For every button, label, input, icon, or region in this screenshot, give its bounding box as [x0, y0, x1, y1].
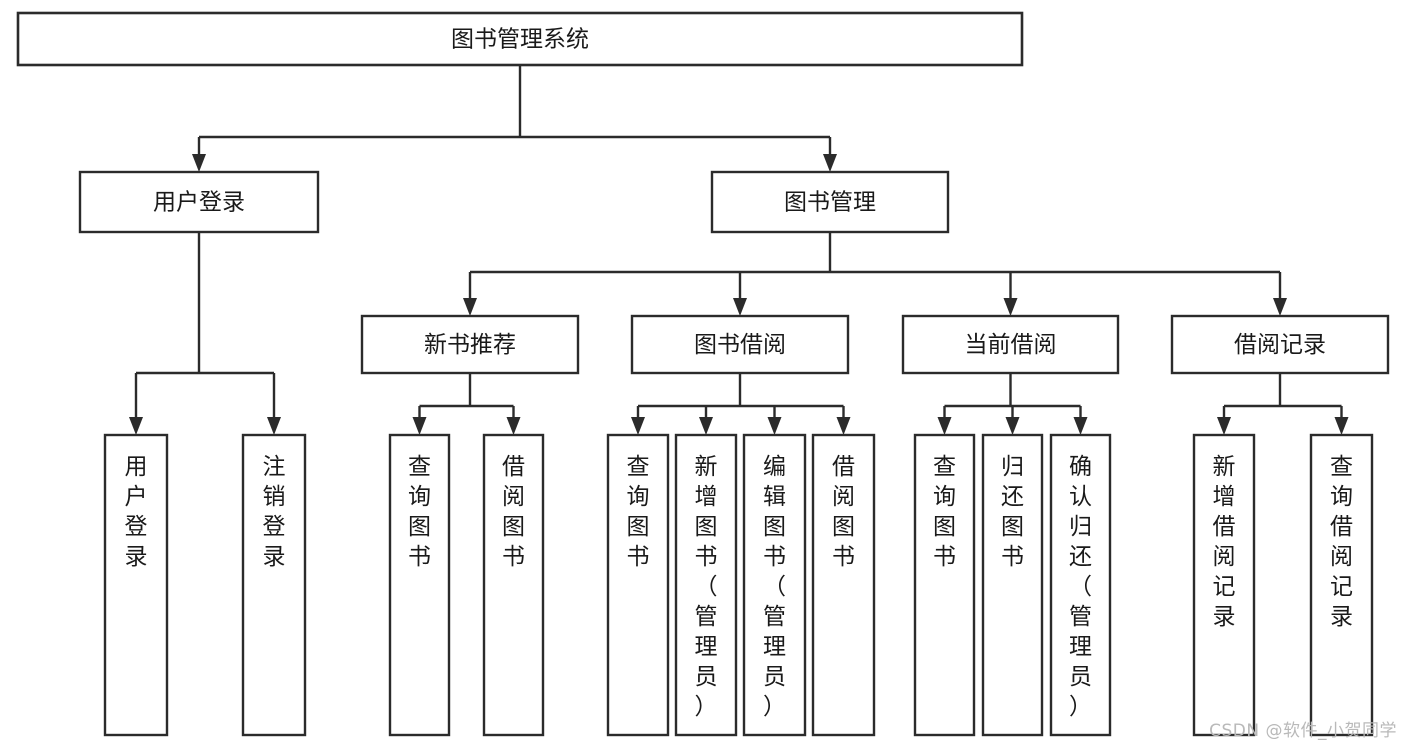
node-new-book-recommend[interactable]: 新书推荐 — [360, 314, 580, 375]
node-box[interactable] — [78, 170, 320, 234]
arrow-head-icon — [412, 417, 427, 435]
connector-borrow-record-to-leaves — [1217, 373, 1349, 435]
arrow-head-icon — [267, 417, 281, 435]
node-label: 新增借阅记录 — [1213, 454, 1236, 630]
node-query-book-3[interactable]: 查询图书 — [913, 433, 976, 737]
node-layer: 图书管理系统用户登录用户登录注销登录图书管理新书推荐查询图书借阅图书图书借阅查询… — [16, 11, 1390, 737]
node-label: 注销登录 — [263, 454, 286, 570]
arrow-head-icon — [767, 417, 782, 435]
connector-root-to-level2 — [192, 65, 837, 172]
node-label: 图书借阅 — [694, 332, 786, 358]
node-box[interactable] — [901, 314, 1120, 375]
node-label: 查询借阅记录 — [1330, 454, 1353, 630]
node-box[interactable] — [360, 314, 580, 375]
arrow-head-icon — [1005, 417, 1020, 435]
connector-book-borrow-to-leaves — [631, 373, 851, 435]
node-box[interactable] — [1309, 433, 1374, 737]
node-box[interactable] — [1170, 314, 1390, 375]
node-label: 查询图书 — [408, 454, 431, 570]
node-label: 用户登录 — [153, 190, 245, 216]
arrow-head-icon — [506, 417, 521, 435]
node-box[interactable] — [103, 433, 169, 737]
node-label: 新书推荐 — [424, 332, 516, 358]
node-query-borrow-record[interactable]: 查询借阅记录 — [1309, 433, 1374, 737]
arrow-head-icon — [1273, 298, 1287, 316]
node-box[interactable] — [388, 433, 451, 737]
node-user-login-leaf[interactable]: 用户登录 — [103, 433, 169, 737]
arrow-head-icon — [1334, 417, 1349, 435]
node-borrow-record[interactable]: 借阅记录 — [1170, 314, 1390, 375]
node-label: 查询图书 — [627, 454, 650, 570]
node-box[interactable] — [482, 433, 545, 737]
node-borrow-book-2[interactable]: 借阅图书 — [811, 433, 876, 737]
node-label: 借阅图书 — [832, 454, 855, 570]
node-box[interactable] — [1192, 433, 1256, 737]
node-current-borrow[interactable]: 当前借阅 — [901, 314, 1120, 375]
arrow-head-icon — [463, 298, 477, 316]
arrow-head-icon — [937, 417, 952, 435]
node-add-borrow-record[interactable]: 新增借阅记录 — [1192, 433, 1256, 737]
node-label: 查询图书 — [933, 454, 956, 570]
connector-current-borrow-to-leaves — [937, 373, 1088, 435]
node-edit-book-admin[interactable]: 编辑图书（管理员） — [742, 433, 807, 737]
node-label: 借阅记录 — [1234, 332, 1326, 358]
node-label: 新增图书（管理员） — [695, 454, 718, 720]
connector-book-manage-to-level3 — [463, 232, 1287, 316]
node-box[interactable] — [742, 433, 807, 737]
node-box[interactable] — [710, 170, 950, 234]
node-label: 用户登录 — [125, 454, 148, 570]
arrow-head-icon — [836, 417, 851, 435]
node-label: 图书管理系统 — [451, 27, 589, 53]
arrow-head-icon — [1217, 417, 1231, 435]
node-box[interactable] — [913, 433, 976, 737]
node-query-book-2[interactable]: 查询图书 — [606, 433, 670, 737]
node-label: 编辑图书（管理员） — [763, 454, 786, 720]
arrow-head-icon — [823, 154, 837, 172]
node-box[interactable] — [630, 314, 850, 375]
node-label: 图书管理 — [784, 190, 876, 216]
arrow-head-icon — [1003, 298, 1018, 316]
arrow-head-icon — [1073, 417, 1088, 435]
connector-new-book-recommend-to-leaves — [412, 373, 521, 435]
node-box[interactable] — [1049, 433, 1112, 737]
node-query-book-1[interactable]: 查询图书 — [388, 433, 451, 737]
connector-user-login-to-leaves — [129, 232, 281, 435]
arrow-head-icon — [733, 298, 747, 316]
node-borrow-book-1[interactable]: 借阅图书 — [482, 433, 545, 737]
node-box[interactable] — [811, 433, 876, 737]
connector-layer — [129, 65, 1349, 435]
node-book-manage[interactable]: 图书管理 — [710, 170, 950, 234]
node-confirm-return-admin[interactable]: 确认归还（管理员） — [1049, 433, 1112, 737]
node-box[interactable] — [981, 433, 1044, 737]
node-add-book-admin[interactable]: 新增图书（管理员） — [674, 433, 738, 737]
node-label: 归还图书 — [1001, 454, 1024, 570]
node-label: 确认归还（管理员） — [1069, 454, 1092, 720]
node-user-login[interactable]: 用户登录 — [78, 170, 320, 234]
arrow-head-icon — [699, 417, 713, 435]
node-box[interactable] — [674, 433, 738, 737]
arrow-head-icon — [129, 417, 143, 435]
arrow-head-icon — [631, 417, 645, 435]
node-label: 当前借阅 — [965, 332, 1057, 358]
node-box[interactable] — [16, 11, 1024, 67]
node-box[interactable] — [606, 433, 670, 737]
node-return-book[interactable]: 归还图书 — [981, 433, 1044, 737]
node-label: 借阅图书 — [502, 454, 525, 570]
arrow-head-icon — [192, 154, 206, 172]
node-box[interactable] — [241, 433, 307, 737]
node-root[interactable]: 图书管理系统 — [16, 11, 1024, 67]
node-user-logout-leaf[interactable]: 注销登录 — [241, 433, 307, 737]
node-book-borrow[interactable]: 图书借阅 — [630, 314, 850, 375]
